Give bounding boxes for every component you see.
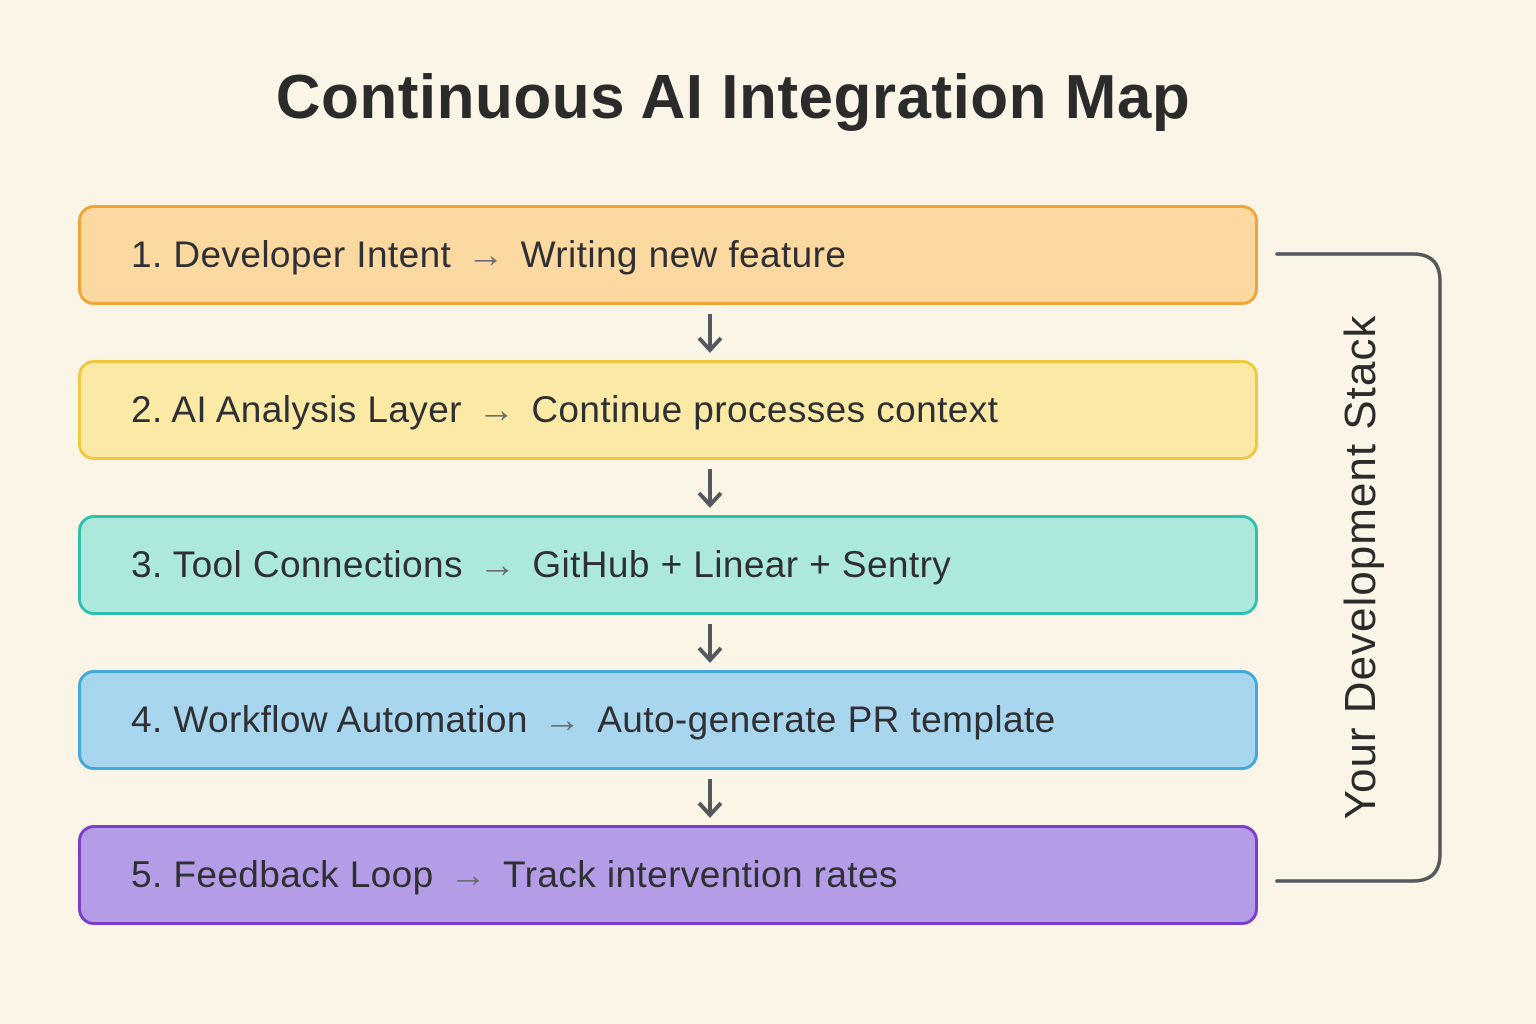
step-label: 2. AI Analysis Layer	[131, 389, 462, 430]
inline-arrow-icon: →	[478, 544, 517, 585]
step-detail: GitHub + Linear + Sentry	[532, 544, 952, 585]
inline-arrow-icon: →	[477, 389, 516, 430]
step-detail: Writing new feature	[520, 234, 847, 275]
step-label: 5. Feedback Loop	[131, 854, 434, 895]
down-arrow-icon	[697, 314, 723, 353]
page-title: Continuous AI Integration Map	[275, 63, 1191, 132]
stack-side-label: Your Development Stack	[1336, 314, 1385, 820]
step-box-3: 3. Tool Connections → GitHub + Linear + …	[78, 515, 1258, 615]
down-arrow-icon	[697, 469, 723, 508]
step-box-2: 2. AI Analysis Layer → Continue processe…	[78, 360, 1258, 460]
down-arrow-icon	[697, 624, 723, 663]
step-detail: Track intervention rates	[503, 854, 898, 895]
step-box-1: 1. Developer Intent → Writing new featur…	[78, 205, 1258, 305]
inline-arrow-icon: →	[467, 234, 505, 275]
step-label: 1. Developer Intent	[131, 234, 452, 275]
down-arrow-icon	[697, 779, 723, 818]
step-label: 4. Workflow Automation	[131, 699, 528, 740]
inline-arrow-icon: →	[543, 699, 582, 740]
step-detail: Auto-generate PR template	[597, 699, 1056, 740]
step-box-4: 4. Workflow Automation → Auto-generate P…	[78, 670, 1258, 770]
inline-arrow-icon: →	[449, 854, 488, 895]
step-box-5: 5. Feedback Loop → Track intervention ra…	[78, 825, 1258, 925]
step-label: 3. Tool Connections	[131, 544, 463, 585]
step-detail: Continue processes context	[531, 389, 999, 430]
